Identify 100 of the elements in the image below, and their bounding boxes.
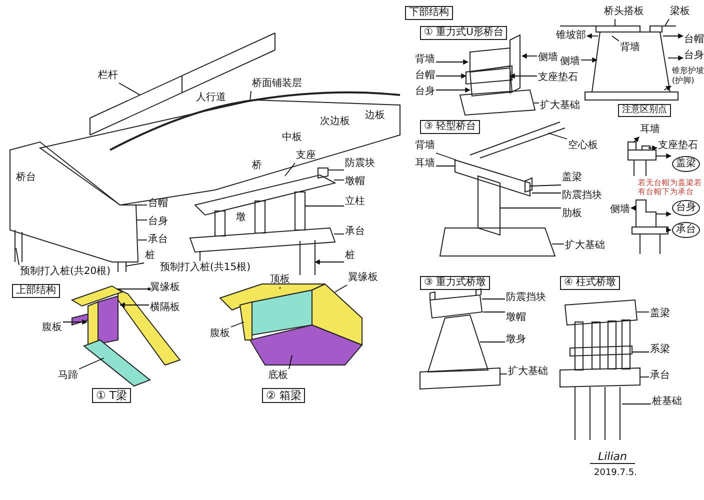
part-label: 桥 — [252, 160, 262, 172]
part-label: 墩 — [236, 212, 246, 224]
leader-line — [132, 204, 148, 206]
leader-line — [586, 33, 598, 39]
part-label: 次边板 — [320, 116, 350, 128]
callout-label: 扩大基础 — [565, 240, 605, 252]
leader-line — [666, 227, 672, 233]
leader-line — [634, 136, 640, 142]
circled-label: 承台 — [672, 222, 700, 238]
callout-label: 台帽 — [684, 34, 704, 46]
leader-line — [664, 86, 672, 91]
leader-line — [580, 57, 598, 63]
leader-line — [62, 319, 88, 325]
leader-line — [548, 132, 568, 140]
callout-label: 侧墙 — [538, 52, 558, 64]
panel-title: ③ 重力式桥墩 — [420, 276, 490, 290]
leader-line — [668, 55, 684, 61]
callout-label: 墩身 — [506, 334, 526, 346]
panel-title: 下部结构 — [405, 6, 453, 20]
panel-title: 上部结构 — [12, 284, 60, 298]
callout-label: 承台 — [345, 226, 365, 238]
panel-title: ④ 柱式桥墩 — [560, 276, 620, 290]
callout-label: 背墙 — [415, 140, 435, 152]
leader-line — [614, 18, 616, 26]
leader-line — [656, 211, 672, 217]
abutment-detail-drawing — [632, 200, 668, 254]
callout-label: 盖梁 — [562, 172, 582, 184]
callout-label: 防震挡块 — [562, 190, 602, 202]
leader-line — [78, 358, 104, 370]
callout-label: 栏杆 — [98, 70, 118, 82]
callout-label: 支座 — [296, 150, 316, 162]
callout-label: 肋板 — [562, 208, 582, 220]
callout-label: 侧墙 — [560, 56, 580, 68]
callout-label: 台帽 — [148, 198, 168, 210]
leader-line — [662, 33, 684, 39]
callout-label: 承台 — [148, 234, 168, 246]
leader-line — [640, 376, 650, 378]
callout-label: 横隔板 — [150, 302, 180, 314]
callout-label: 扩大基础 — [508, 366, 548, 378]
callout-label: 马蹄 — [58, 370, 78, 382]
callout-label: 立柱 — [345, 196, 365, 208]
callout-label: 防震挡块 — [506, 292, 546, 304]
callout-label: 锥形护坡 (护脚) — [672, 66, 704, 86]
callout-label: 预制打入桩(共15根) — [160, 262, 251, 274]
panel-title: ① 重力式U形桥台 — [420, 26, 508, 40]
callout-label: 桩基础 — [652, 396, 682, 408]
callout-label: 桩 — [145, 250, 155, 262]
part-label: 人行道 — [196, 92, 226, 104]
callout-label: 耳墙 — [415, 158, 435, 170]
leader-line — [250, 90, 252, 102]
callout-label: 支座垫石 — [538, 72, 578, 84]
callout-label: 支座垫石 — [658, 140, 698, 152]
leader-line — [521, 53, 538, 59]
callout-label: 扩大基础 — [540, 100, 580, 112]
part-label: 中板 — [282, 132, 302, 144]
callout-label: 背墙 — [620, 42, 640, 54]
leader-line — [16, 248, 20, 266]
leader-line — [532, 192, 562, 194]
leader-line — [314, 259, 344, 265]
leader-line — [230, 322, 244, 328]
leader-line — [436, 59, 469, 65]
circled-label: 台身 — [672, 200, 700, 216]
leader-line — [126, 262, 144, 266]
part-label: 桥台 — [16, 172, 36, 184]
callout-label: 翼缘板 — [150, 282, 180, 294]
callout-label: 空心板 — [568, 140, 598, 152]
callout-label: 梁板 — [670, 6, 690, 18]
column-pier-drawing — [560, 299, 640, 440]
part-label: 边板 — [365, 110, 385, 122]
callout-label: 侧墙 — [610, 204, 630, 216]
leader-line — [534, 102, 540, 104]
callout-label: 底板 — [268, 370, 288, 382]
leader-line — [509, 73, 538, 79]
leader-line — [530, 184, 562, 186]
leader-line — [648, 145, 658, 151]
leader-line — [436, 73, 467, 79]
callout-label: 背墙 — [415, 54, 435, 66]
leader-line — [118, 82, 140, 96]
callout-label: 台身 — [684, 50, 704, 62]
callout-label: 腹板 — [210, 328, 230, 340]
leader-line — [664, 18, 670, 26]
leader-line — [334, 284, 348, 292]
callout-label: 翼缘板 — [348, 272, 378, 284]
leader-line — [288, 354, 292, 370]
panel-title: 注意区别点 — [618, 104, 671, 117]
callout-label: 桥面铺装层 — [252, 78, 302, 90]
leader-line — [436, 152, 456, 160]
callout-label: 台身 — [148, 216, 168, 228]
leader-line — [284, 162, 296, 176]
panel-title: ③ 轻型桥台 — [420, 120, 480, 134]
date-text: 2019.7.5. — [594, 468, 637, 479]
callout-label: 预制打入桩(共20根) — [20, 266, 111, 278]
callout-label: 顶板 — [270, 274, 290, 286]
callout-label: 桩 — [345, 250, 355, 262]
circled-label: 盖梁 — [672, 156, 700, 172]
leader-line — [612, 36, 620, 42]
callout-label: 盖梁 — [650, 308, 670, 320]
callout-label: 墩帽 — [506, 312, 526, 324]
leader-line — [656, 153, 672, 159]
callout-label: 台帽 — [415, 70, 435, 82]
